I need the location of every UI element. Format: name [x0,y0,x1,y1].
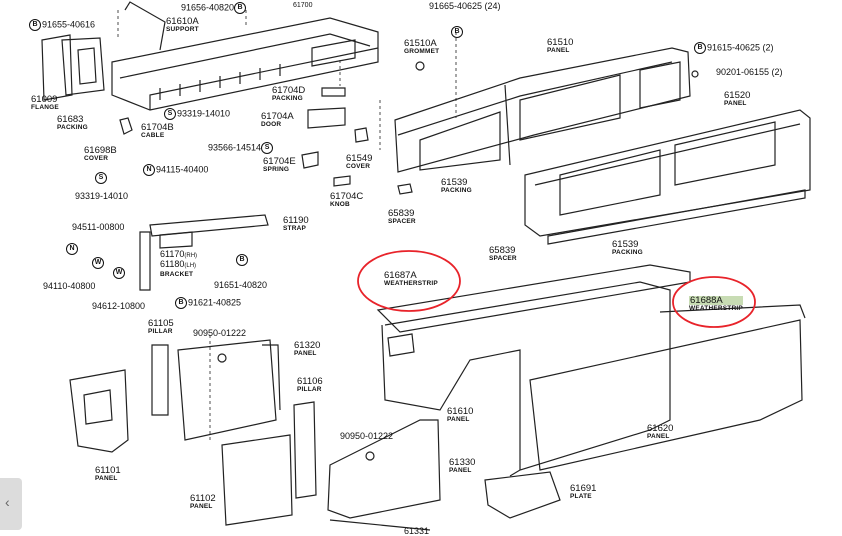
bracket [139,231,151,291]
label-94110: 94110-40800 [43,281,96,291]
chevron-left-icon: ‹ [5,494,10,510]
label-61170: 61170(RH) [160,249,198,260]
label-93319b: S [95,172,108,184]
support-tray [111,17,379,111]
label-91651: 91651-40820 [214,280,268,290]
flange [41,34,73,101]
strap [149,214,269,237]
label-90950a: 90950-01222 [193,328,247,338]
label-n-94110: N [66,243,79,255]
label-61700: 61700 [293,2,313,9]
label-90201: 90201-06155 (2) [716,67,783,77]
panel-61102 [221,434,293,526]
panel-61620 [529,319,803,471]
label-w-a: W [92,257,105,269]
panel-61320 [177,339,277,441]
pillar-61105 [151,344,169,416]
label-90950b: 90950-01222 [340,431,394,441]
label-w-b: W [113,267,126,279]
label-61180: 61180(LH)BRACKET [160,259,197,279]
support-bracket [124,1,166,51]
scroll-left-button[interactable]: ‹ [0,478,22,530]
packing [61,37,105,96]
label-94511: 94511-00800 [72,222,125,232]
label-94612: 94612-10800 [92,301,146,311]
label-93319b-text: 93319-14010 [75,191,129,201]
panel-61101 [69,369,129,453]
pillar-61106 [293,401,317,499]
highlight-circle-61688a [672,276,756,328]
label-b-91651: B [236,254,249,266]
label-b-91665: B [451,26,464,38]
door-part [307,107,346,129]
panel-61510 [394,47,691,173]
panel-61330 [327,419,441,519]
label-61331: 61331 [404,526,430,536]
bed-floor [384,281,671,477]
panel-61520 [524,109,811,237]
plate-61691 [484,471,561,519]
highlight-circle-61687a [357,250,461,312]
label-91665: 91665-40625 (24) [429,1,501,11]
weatherstrip-61687a [376,264,691,333]
